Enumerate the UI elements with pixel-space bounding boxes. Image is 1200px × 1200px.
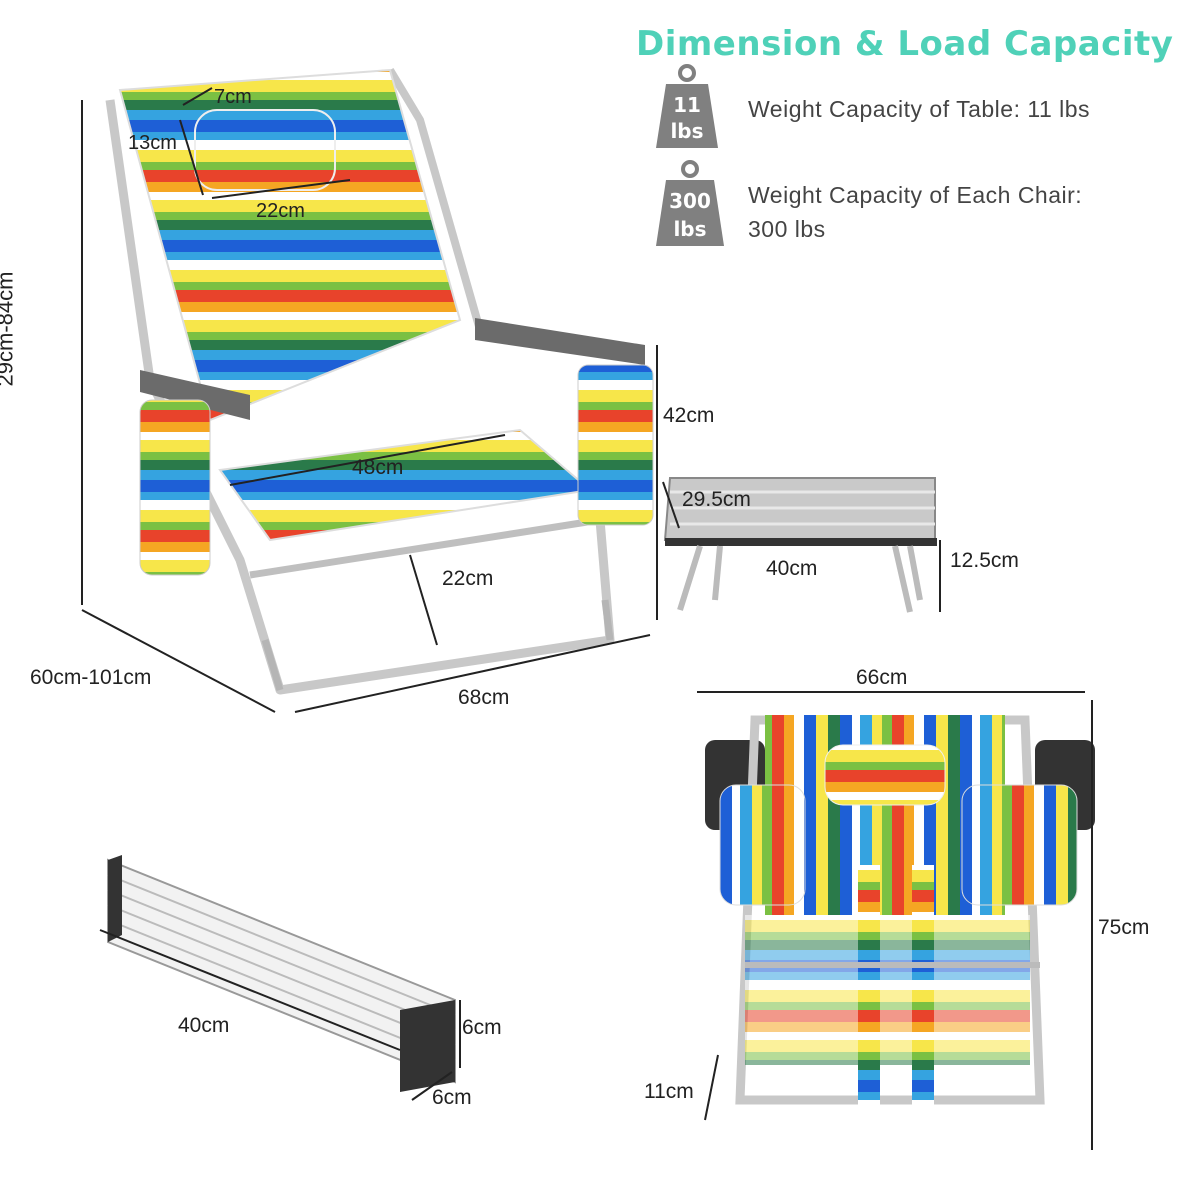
pillow-height-label: 13cm xyxy=(128,132,177,154)
weight-value: 11 xyxy=(673,93,701,117)
folded-table xyxy=(107,855,456,1092)
beach-chair xyxy=(105,67,654,695)
table-dimension-lines xyxy=(662,481,941,612)
chair-height-label: 29cm-84cm xyxy=(0,271,18,387)
table-width-label: 40cm xyxy=(766,557,818,580)
table-depth-label: 29.5cm xyxy=(682,488,751,511)
folded-chair-width-label: 66cm xyxy=(856,666,908,689)
chair-depth-label: 60cm-101cm xyxy=(30,666,152,689)
pillow-width-label: 22cm xyxy=(256,200,305,222)
folding-table xyxy=(663,477,937,613)
folded-chair-dimension-lines xyxy=(697,691,1093,1150)
table-height-label: 12.5cm xyxy=(950,549,1019,572)
weight-icon: 11 lbs xyxy=(654,64,720,150)
table-capacity-text: Weight Capacity of Table: 11 lbs xyxy=(748,96,1091,122)
page-title: Dimension & Load Capacity xyxy=(636,24,1174,64)
folded-chair-thickness-label: 11cm xyxy=(644,1080,694,1103)
weight-value: 300 xyxy=(669,189,711,213)
folded-table-height-label: 6cm xyxy=(462,1016,502,1039)
folded-table-length-label: 40cm xyxy=(178,1014,230,1037)
weight-icon: 300 lbs xyxy=(654,160,726,248)
folded-chair xyxy=(705,715,1095,1110)
seat-width-label: 48cm xyxy=(352,456,404,479)
chair-dimension-lines xyxy=(81,87,658,713)
folded-table-depth-label: 6cm xyxy=(432,1086,472,1109)
folded-chair-height-label: 75cm xyxy=(1098,916,1150,939)
chair-width-label: 68cm xyxy=(458,686,510,709)
weight-unit: lbs xyxy=(673,217,707,241)
weight-unit: lbs xyxy=(670,119,704,143)
chair-capacity-text: Weight Capacity of Each Chair: 300 lbs xyxy=(748,182,1083,242)
seat-height-label: 22cm xyxy=(442,567,494,590)
pillow-depth-label: 7cm xyxy=(214,86,252,108)
folded-table-dimension-lines xyxy=(99,929,461,1101)
armrest-height-label: 42cm xyxy=(663,404,715,427)
